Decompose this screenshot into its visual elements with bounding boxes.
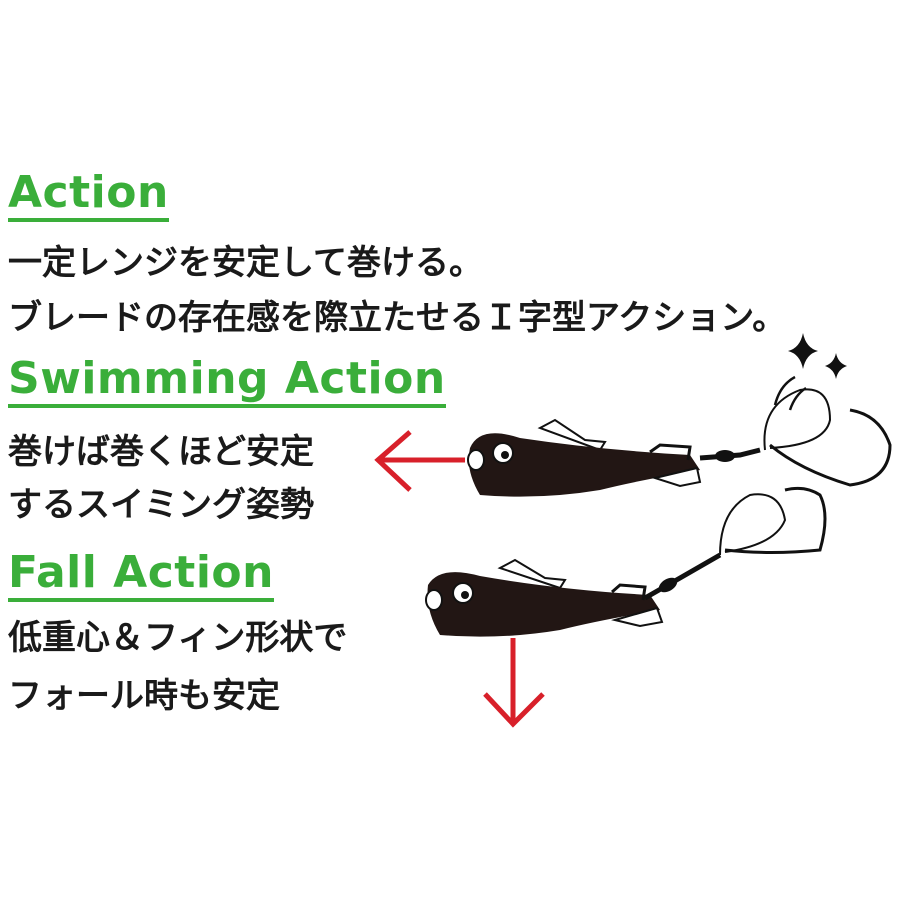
- arrow-left-icon: [374, 430, 465, 492]
- fall-line-1: 低重心＆フィン形状で: [8, 618, 348, 658]
- lure-fall: [425, 486, 827, 637]
- action-line-2: ブレードの存在感を際立たせるＩ字型アクション。: [8, 298, 787, 338]
- lure-swimming: [467, 388, 892, 497]
- sparkle-icon: [788, 333, 847, 379]
- action-line-1: 一定レンジを安定して巻ける。: [8, 243, 483, 283]
- arrow-down-icon: [483, 638, 545, 728]
- swimming-line-1: 巻けば巻くほど安定: [8, 432, 314, 472]
- fall-action-heading: Fall Action: [8, 548, 274, 602]
- swimming-action-heading: Swimming Action: [8, 354, 446, 408]
- action-heading: Action: [8, 168, 169, 222]
- swimming-line-2: するスイミング姿勢: [8, 485, 314, 525]
- fall-line-2: フォール時も安定: [8, 676, 280, 716]
